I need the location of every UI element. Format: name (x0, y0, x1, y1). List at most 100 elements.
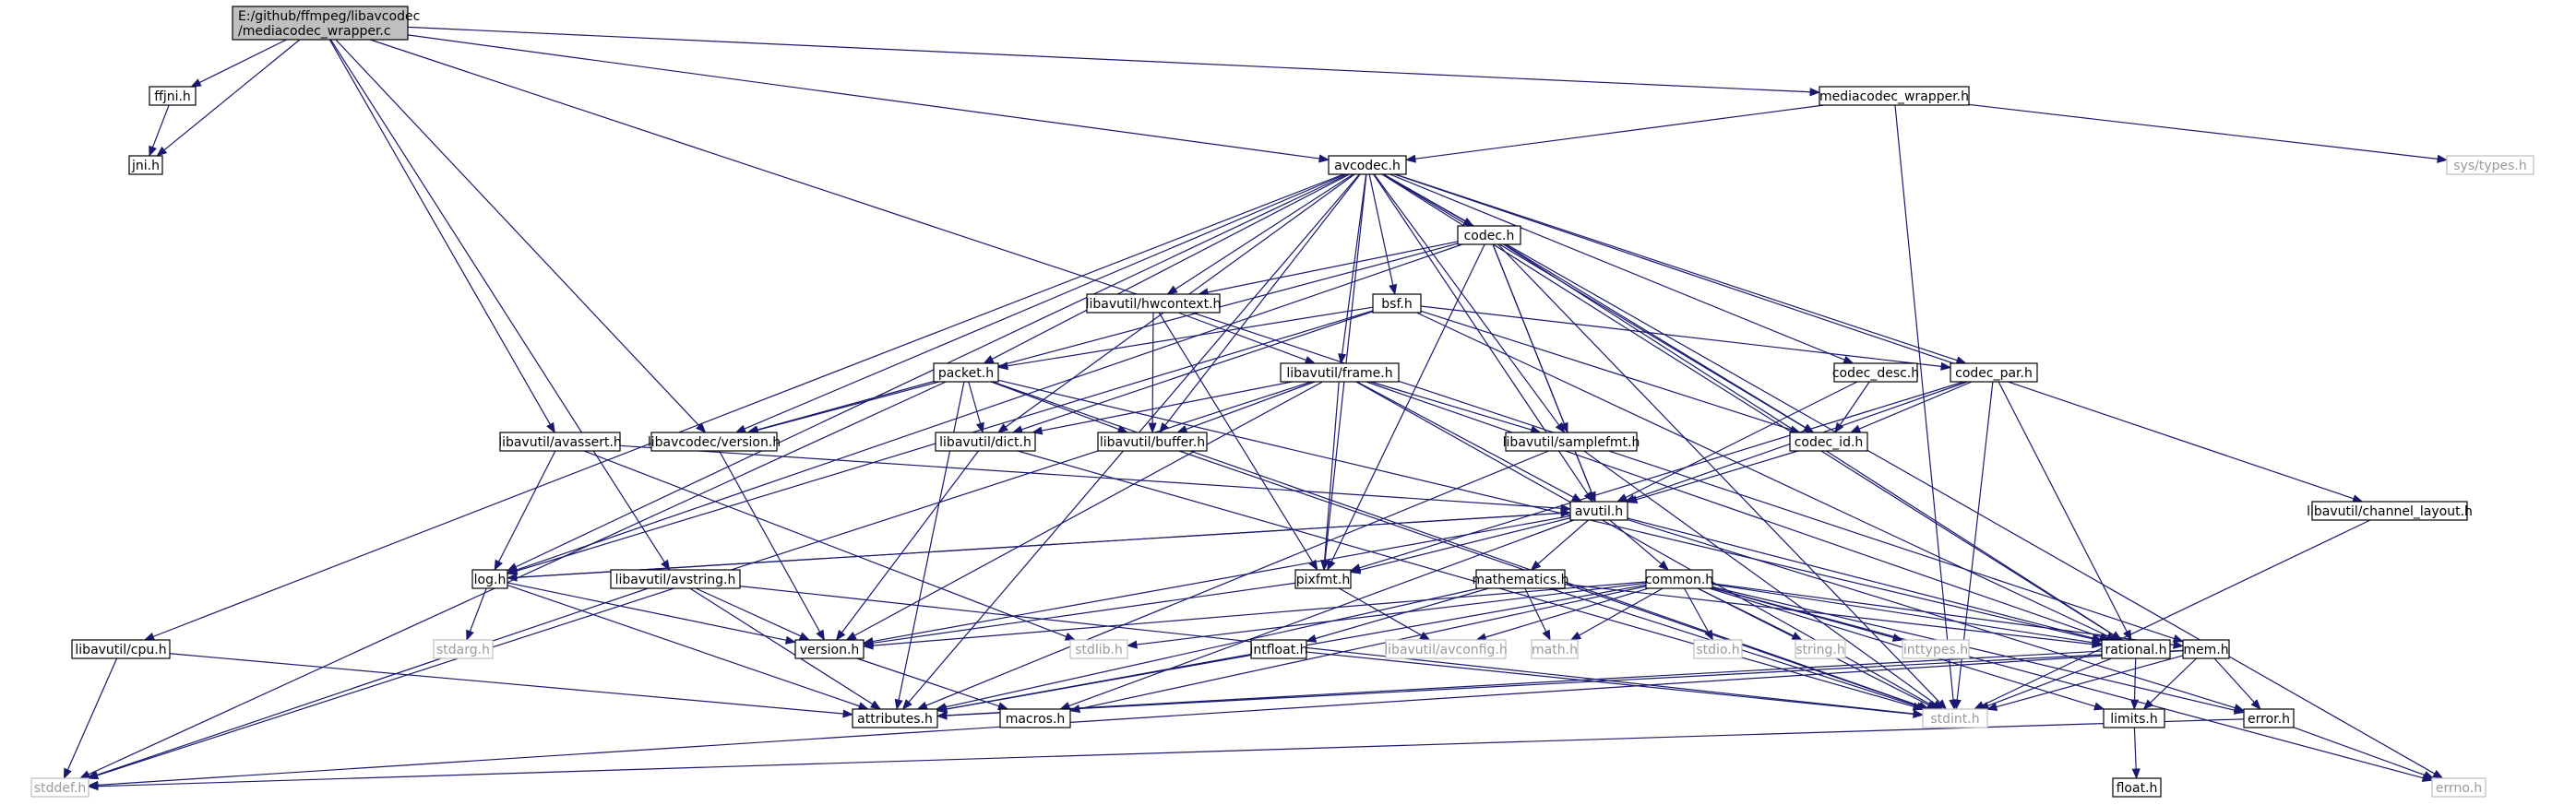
node-lcversion[interactable]: libavcodec/version.h (648, 432, 781, 452)
node-label: version.h (800, 643, 860, 657)
node-avstring[interactable]: libavutil/avstring.h (610, 569, 741, 589)
node-common[interactable]: common.h (1645, 569, 1713, 589)
node-box (1922, 708, 1988, 728)
edge-arrowhead (784, 635, 797, 645)
edge-arrowhead (2131, 768, 2141, 780)
edge-line (1627, 517, 2093, 639)
node-stdio[interactable]: stdio.h (1693, 639, 1743, 659)
edge-line (872, 515, 1571, 643)
edge-line (1684, 587, 1710, 633)
edge-arrowhead (546, 421, 555, 433)
node-stddef[interactable]: stddef.h (30, 777, 89, 798)
node-macros[interactable]: macros.h (999, 708, 1071, 728)
node-mem[interactable]: mem.h (2182, 639, 2230, 659)
edge-line (1998, 381, 2128, 633)
node-mathematics[interactable]: mathematics.h (1472, 569, 1569, 589)
node-chlayout[interactable]: libavutil/channel_layout.h (2307, 501, 2473, 521)
node-ffjni[interactable]: ffjni.h (149, 86, 197, 106)
node-cpu[interactable]: libavutil/cpu.h (71, 639, 171, 659)
node-pixfmt[interactable]: pixfmt.h (1294, 569, 1352, 589)
edge-line (1342, 173, 1367, 355)
edge-line (1420, 310, 1792, 431)
edge-line (1858, 381, 1973, 430)
node-label: math.h (1532, 643, 1578, 657)
edge-avcodec-to-codecdesc (1389, 173, 1854, 364)
node-label: codec_id.h (1795, 435, 1864, 450)
node-codecdesc[interactable]: codec_desc.h (1832, 362, 1919, 383)
node-mcwrap[interactable]: mediacodec_wrapper.h (1819, 86, 1970, 106)
node-version[interactable]: version.h (794, 639, 865, 659)
edge-codec-to-hwcontext (1198, 241, 1459, 297)
node-stdlib[interactable]: stdlib.h (1069, 639, 1128, 659)
edge-avutil-to-error (1627, 519, 2246, 712)
node-stdarg[interactable]: stdarg.h (433, 639, 494, 659)
node-label: intfloat.h (1249, 643, 1307, 657)
node-codecpar[interactable]: codec_par.h (1950, 362, 2038, 383)
node-root[interactable]: E:/github/ffmpeg/libavcodec/mediacodec_w… (232, 6, 420, 41)
node-label: E:/github/ffmpeg/libavcodec (238, 9, 420, 24)
node-inttypes[interactable]: inttypes.h (1902, 639, 1970, 659)
edge-arrowhead (1304, 356, 1317, 364)
node-codec[interactable]: codec.h (1457, 225, 1521, 245)
edge-line (619, 444, 1562, 509)
node-stringh[interactable]: string.h (1795, 639, 1846, 659)
edge-arrowhead (506, 566, 519, 575)
edge-line (1497, 243, 1940, 704)
node-errno[interactable]: errno.h (2431, 777, 2487, 798)
edge-line (95, 587, 649, 776)
node-jni[interactable]: jni.h (128, 155, 163, 175)
node-stdint[interactable]: stdint.h (1922, 708, 1988, 728)
node-avcodec[interactable]: avcodec.h (1328, 155, 1407, 175)
edge-line (1625, 381, 1858, 499)
edge-arrowhead (1305, 633, 1318, 643)
edge-line (583, 450, 1067, 637)
node-error[interactable]: error.h (2243, 708, 2295, 728)
node-buffer[interactable]: libavutil/buffer.h (1097, 432, 1208, 452)
node-log[interactable]: log.h (471, 569, 508, 589)
edge-line (1383, 173, 1466, 222)
node-codecid[interactable]: codec_id.h (1789, 432, 1868, 452)
edge-arrowhead (1462, 217, 1474, 227)
node-box (1475, 569, 1566, 589)
node-attributes[interactable]: attributes.h (852, 708, 938, 728)
edge-line (1609, 519, 1663, 564)
node-limits[interactable]: limits.h (2103, 708, 2165, 728)
edge-arrowhead (1404, 154, 1416, 163)
edge-chlayout-to-stdint (1973, 519, 2371, 710)
node-intfloat[interactable]: intfloat.h (1249, 639, 1308, 659)
node-box (2243, 708, 2295, 728)
edge-line (1175, 173, 1354, 290)
node-frame[interactable]: libavutil/frame.h (1280, 362, 1400, 383)
node-packet[interactable]: packet.h (933, 362, 999, 383)
node-floath[interactable]: float.h (2112, 777, 2162, 798)
edge-arrowhead (1166, 285, 1178, 295)
edge-cpu-to-stddef (63, 657, 118, 779)
edge-mathematics-to-intfloat (1305, 587, 1489, 643)
edge-root-to-mem (369, 39, 2185, 643)
node-rational[interactable]: rational.h (2101, 639, 2171, 659)
node-hwcontext[interactable]: libavutil/hwcontext.h (1086, 293, 1222, 314)
edge-error-to-stddef (87, 718, 2245, 791)
node-label: libavutil/avconfig.h (1384, 643, 1507, 657)
edge-avcodec-to-lcversion (734, 173, 1346, 433)
edge-arrowhead (1530, 560, 1542, 571)
node-mathh[interactable]: math.h (1531, 639, 1579, 659)
node-avconfig[interactable]: libavutil/avconfig.h (1384, 639, 1508, 659)
edge-line (946, 649, 2184, 716)
node-samplefmt[interactable]: libavutil/samplefmt.h (1503, 432, 1640, 452)
edge-log-to-version (507, 582, 797, 645)
node-systypes[interactable]: sys/types.h (2446, 155, 2534, 175)
edge-arrowhead (466, 629, 474, 642)
node-bsf[interactable]: bsf.h (1372, 293, 1422, 314)
node-dict[interactable]: libavutil/dict.h (935, 432, 1036, 452)
edge-mem-to-limits (2142, 657, 2198, 710)
edge-frame-to-stdint (1355, 381, 1940, 710)
edge-line (407, 34, 1320, 160)
edge-avcodec-to-log (507, 173, 1349, 572)
node-avassert[interactable]: libavutil/avassert.h (498, 432, 622, 452)
edge-avutil-to-mathematics (1530, 519, 1589, 571)
edge-codec-to-codecid (1504, 243, 1815, 433)
node-avutil[interactable]: avutil.h (1569, 501, 1628, 521)
edge-line (757, 243, 1459, 432)
edge-line (1987, 657, 2113, 706)
